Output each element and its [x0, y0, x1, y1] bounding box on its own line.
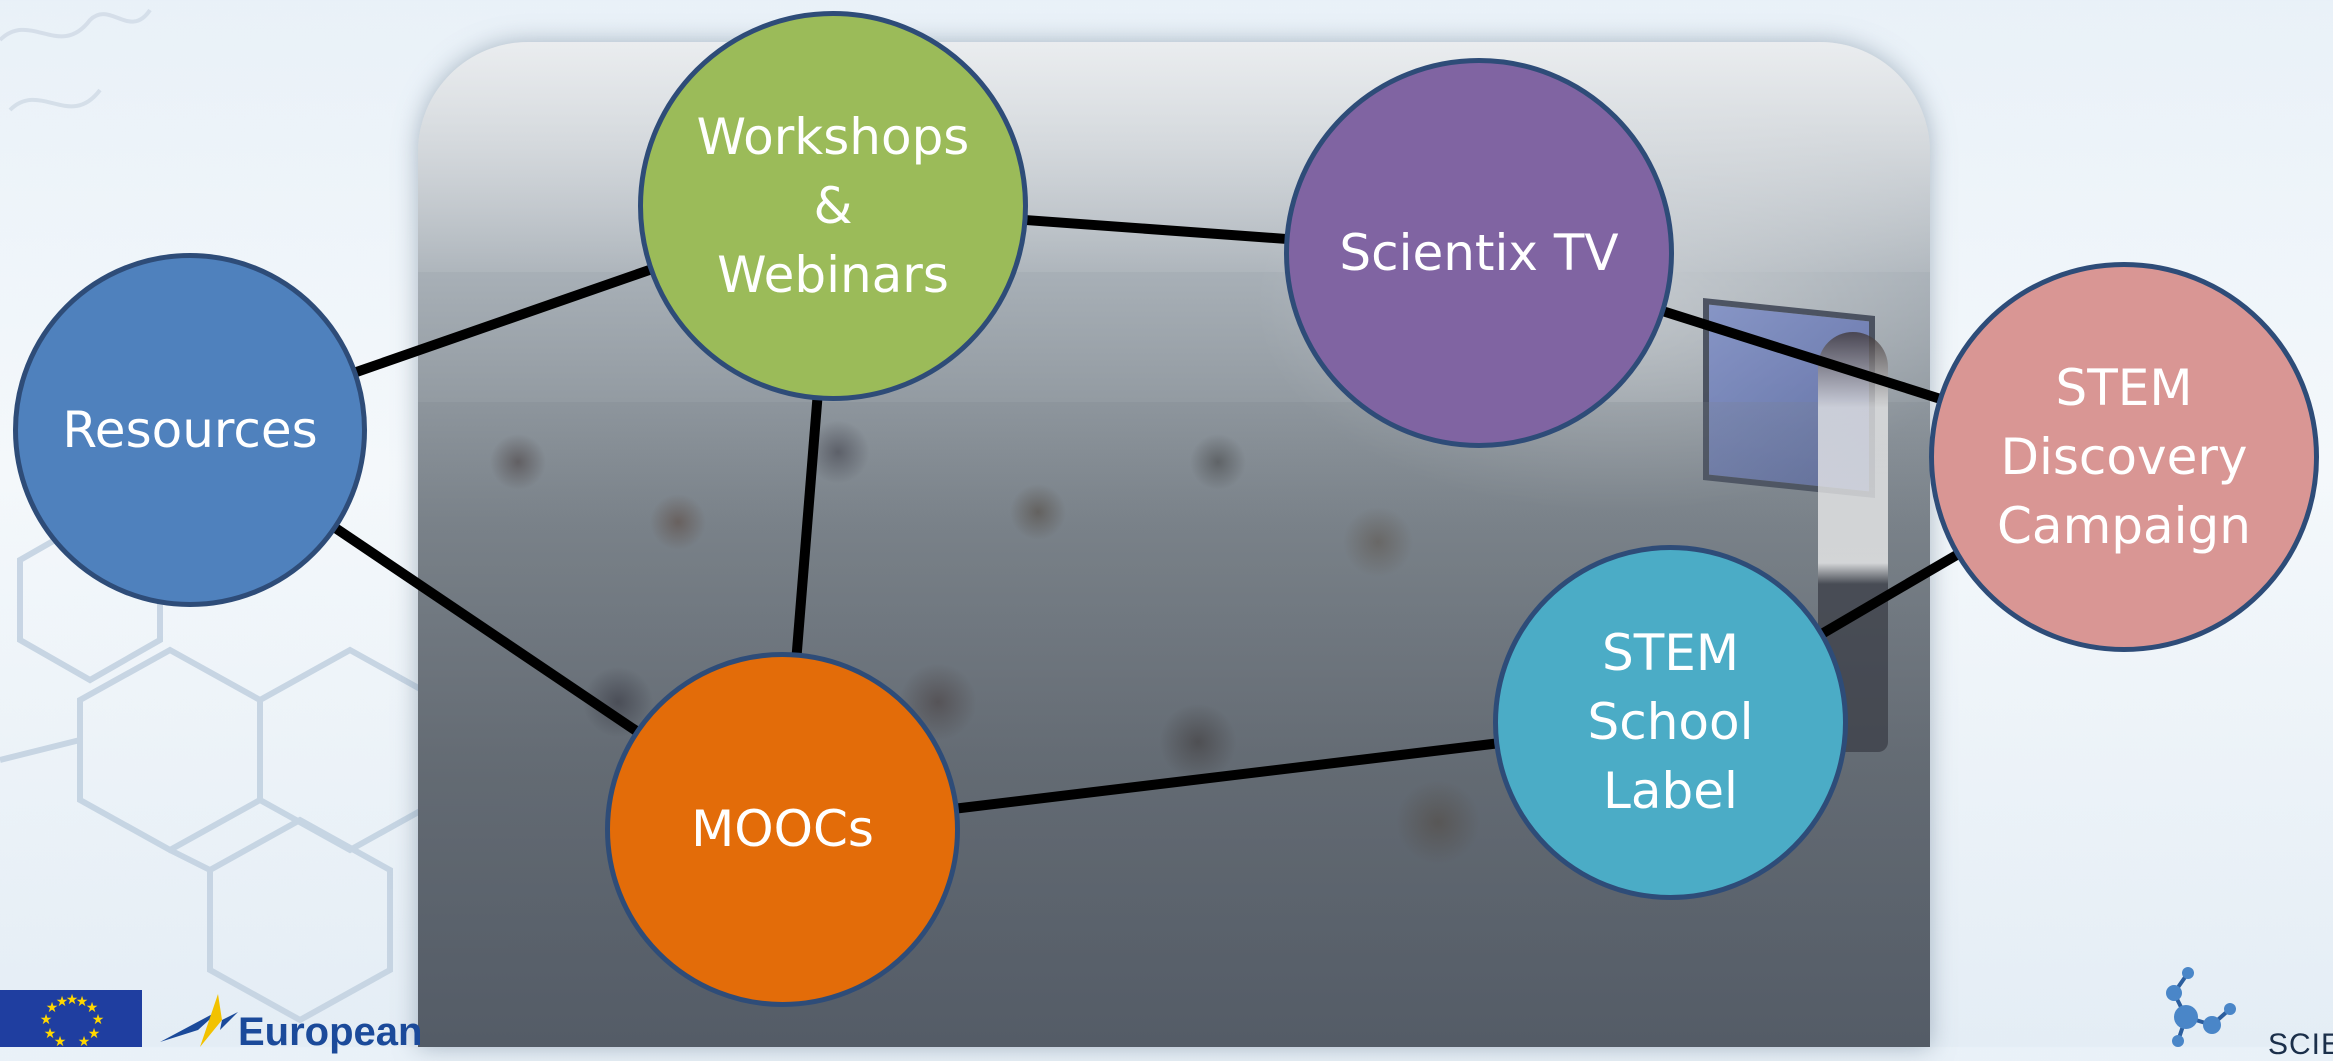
european-schoolnet-wordmark: European: [238, 1010, 423, 1054]
connector-workshops-moocs: [791, 396, 823, 656]
node-scientix-tv[interactable]: Scientix TV: [1284, 58, 1674, 448]
scientix-wordmark: SCIEN: [2268, 1028, 2333, 1061]
node-stem-discovery-label: STEM Discovery Campaign: [1997, 358, 2251, 555]
svg-text:★: ★: [40, 1012, 53, 1028]
connector-resources-workshops: [352, 264, 654, 378]
node-moocs[interactable]: MOOCs: [605, 652, 960, 1007]
node-resources[interactable]: Resources: [13, 253, 367, 607]
footer-logos-left: ★★★ ★★ ★★ ★★ ★★ European: [0, 990, 470, 1052]
node-resources-label: Resources: [62, 400, 318, 459]
node-stem-school-label-label: STEM School Label: [1587, 624, 1754, 820]
connector-moocs-stem-school-label: [955, 738, 1498, 814]
svg-text:★: ★: [46, 1000, 59, 1016]
node-workshops-label: Workshops & Webinars: [696, 107, 970, 304]
node-scientix-tv-label: Scientix TV: [1339, 223, 1619, 282]
connector-workshops-scientix-tv: [1024, 214, 1288, 245]
eu-flag-icon: ★★★ ★★ ★★ ★★ ★★: [0, 990, 142, 1047]
svg-text:★: ★: [92, 1012, 105, 1028]
svg-text:★: ★: [56, 994, 69, 1010]
svg-text:★: ★: [76, 994, 89, 1010]
svg-text:★: ★: [88, 1026, 101, 1042]
node-stem-discovery-campaign[interactable]: STEM Discovery Campaign: [1929, 262, 2319, 652]
connector-stem-school-label-stem-discovery: [1818, 549, 1961, 639]
connector-resources-moocs: [331, 523, 641, 737]
node-stem-school-label[interactable]: STEM School Label: [1493, 545, 1848, 900]
scientix-logo: SCIEN: [2150, 965, 2333, 1060]
svg-text:★: ★: [44, 1026, 57, 1042]
scientix-molecule-icon: [2166, 967, 2236, 1047]
svg-text:★: ★: [66, 992, 79, 1008]
svg-text:★: ★: [86, 1000, 99, 1016]
svg-text:★: ★: [78, 1034, 91, 1047]
node-workshops-webinars[interactable]: Workshops & Webinars: [638, 11, 1028, 401]
schoolnet-star-icon: [160, 994, 238, 1047]
connector-scientix-tv-stem-discovery: [1660, 306, 1943, 404]
svg-text:★: ★: [54, 1034, 67, 1047]
node-moocs-label: MOOCs: [691, 800, 874, 858]
eu-stars-icon: ★★★ ★★ ★★ ★★ ★★: [40, 992, 105, 1047]
european-schoolnet-logo: European: [160, 990, 460, 1052]
